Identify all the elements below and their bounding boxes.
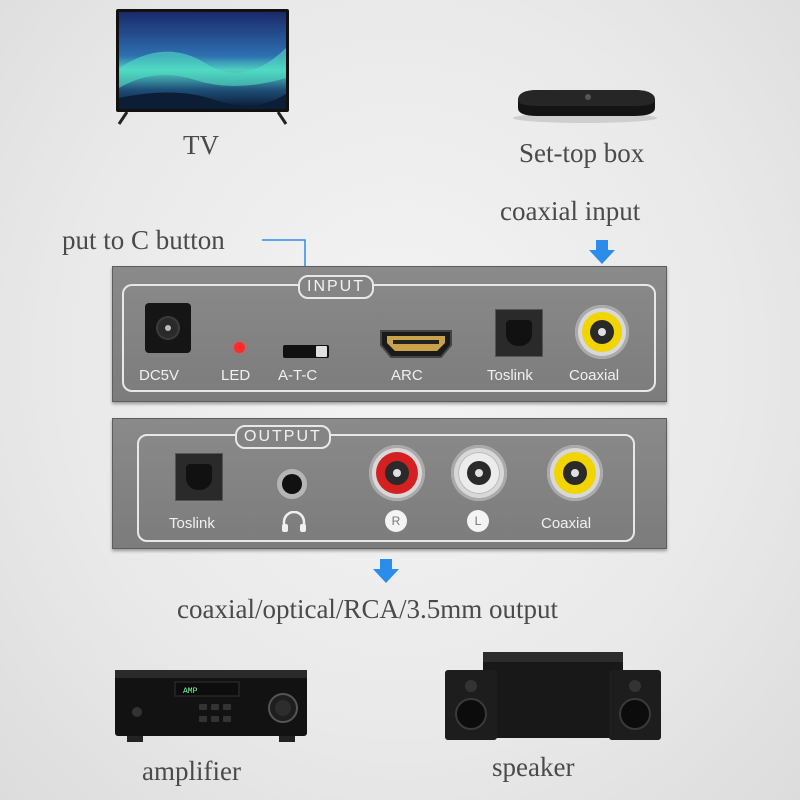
arrow-down-icon xyxy=(589,240,615,264)
rca-right-label: R xyxy=(391,514,401,528)
set-top-box-image xyxy=(508,84,663,124)
rca-left-badge: L xyxy=(467,510,489,532)
rca-left-label: L xyxy=(474,514,482,528)
output-caption: coaxial/optical/RCA/3.5mm output xyxy=(177,594,558,624)
arrow-down-icon xyxy=(373,559,399,583)
rca-right-port[interactable] xyxy=(369,445,425,501)
tv-image xyxy=(115,8,290,126)
input-frame: INPUT xyxy=(122,275,656,392)
coaxial-output-port[interactable] xyxy=(547,445,603,501)
coaxial-output-label: Coaxial xyxy=(541,515,592,532)
output-panel: OUTPUT Toslink R L Coaxial xyxy=(112,418,667,549)
led-indicator xyxy=(234,342,245,353)
speaker-icon xyxy=(445,652,661,740)
input-title: INPUT xyxy=(298,275,374,299)
arc-label: ARC xyxy=(391,367,423,384)
headphone-icon xyxy=(281,510,307,538)
set-top-box-icon xyxy=(513,90,657,123)
output-title: OUTPUT xyxy=(235,425,331,449)
rca-right-badge: R xyxy=(385,510,407,532)
svg-text:AMP: AMP xyxy=(183,687,198,696)
hdmi-arc-port[interactable] xyxy=(379,329,453,364)
speaker-caption: speaker xyxy=(492,752,575,782)
tv-caption: TV xyxy=(183,130,219,160)
toslink-input-label: Toslink xyxy=(487,367,533,384)
amplifier-icon: AMP xyxy=(115,670,307,742)
amplifier-caption: amplifier xyxy=(142,756,241,786)
coaxial-input-caption: coaxial input xyxy=(500,196,641,226)
toslink-output-port[interactable] xyxy=(175,453,223,501)
headphone-jack[interactable] xyxy=(277,469,307,499)
coaxial-input-port[interactable] xyxy=(575,305,629,359)
atc-switch[interactable] xyxy=(283,345,329,358)
amplifier-image: AMP xyxy=(113,668,309,744)
put-to-c-caption: put to C button xyxy=(62,225,225,255)
output-frame: OUTPUT xyxy=(137,425,635,542)
set-top-box-caption: Set-top box xyxy=(519,138,645,168)
led-label: LED xyxy=(221,367,251,384)
rca-left-port[interactable] xyxy=(451,445,507,501)
dc-jack[interactable] xyxy=(145,303,191,353)
toslink-input-port[interactable] xyxy=(495,309,543,357)
speaker-image xyxy=(443,650,663,742)
atc-label: A-T-C xyxy=(278,367,318,384)
input-panel: INPUT DC5V LED A-T-C ARC Toslink Coaxial xyxy=(112,266,667,402)
toslink-output-label: Toslink xyxy=(169,515,215,532)
dc-label: DC5V xyxy=(139,367,180,384)
tv-icon xyxy=(116,9,289,125)
coaxial-input-label: Coaxial xyxy=(569,367,620,384)
